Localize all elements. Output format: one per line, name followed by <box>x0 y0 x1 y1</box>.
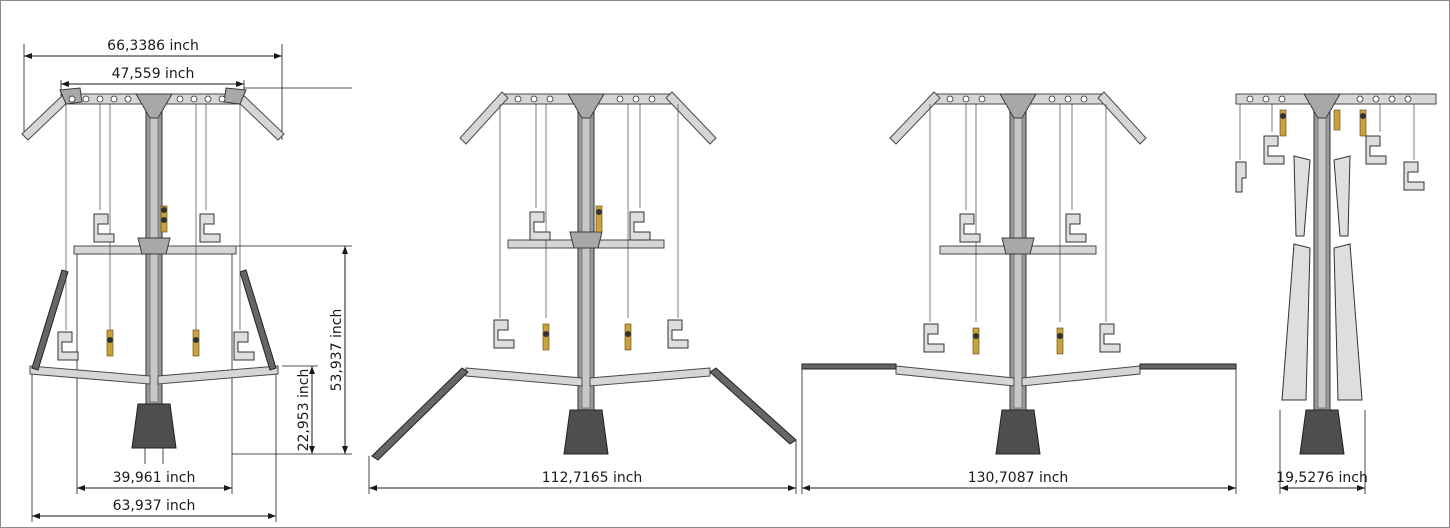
arm-hinge-right <box>223 87 247 105</box>
base-plate <box>563 409 609 455</box>
dim-inner-top: 47,559 inch <box>112 66 195 82</box>
top-arm-left <box>889 91 941 145</box>
middle-bracket <box>569 231 603 249</box>
config-2-view <box>371 91 797 461</box>
folded-wing-left <box>1281 243 1311 401</box>
clamps <box>1235 135 1425 193</box>
dim-middle-width: 39,961 inch <box>113 470 196 486</box>
lower-beam-left <box>29 365 151 385</box>
top-bracket <box>135 93 173 119</box>
dim-overall-top: 66,3386 inch <box>107 38 199 54</box>
top-beam-holes <box>946 95 1088 103</box>
top-bracket <box>999 93 1037 119</box>
extension-wing-left <box>801 363 897 370</box>
lower-beam-right <box>1021 365 1141 387</box>
dim-bottom-width: 63,937 inch <box>113 498 196 514</box>
middle-bracket <box>1001 237 1035 255</box>
dim-config2-span: 112,7165 inch <box>542 470 643 486</box>
dim-config3-span: 130,7087 inch <box>968 470 1069 486</box>
lower-beam-left <box>895 365 1015 387</box>
config-1-view <box>21 87 285 464</box>
lower-beam-right <box>589 367 711 387</box>
config-4-view <box>1235 93 1437 455</box>
counterweights <box>972 327 1064 355</box>
counterweights <box>1279 109 1367 137</box>
mast-inner <box>1317 99 1327 409</box>
middle-bracket <box>137 237 171 255</box>
top-bracket <box>1303 93 1341 119</box>
dim-folded-width: 19,5276 inch <box>1276 470 1368 486</box>
cables <box>499 104 679 318</box>
top-beam-holes <box>514 95 656 103</box>
config-3-view <box>801 91 1237 455</box>
clamps <box>493 211 689 349</box>
clamps <box>57 213 255 361</box>
folded-arm-upper-right <box>1333 155 1351 237</box>
base-plate <box>1299 409 1345 455</box>
lower-beam-left <box>465 367 583 387</box>
top-arm-right <box>1097 91 1147 145</box>
top-arm-left <box>459 91 509 145</box>
clamps <box>923 213 1121 353</box>
side-rail-left <box>31 269 69 371</box>
dim-lower-height: 53,937 inch <box>329 309 345 392</box>
counterweights <box>106 205 200 357</box>
extension-wing-right <box>1139 363 1237 370</box>
dim-base-height: 22,953 inch <box>296 369 312 452</box>
folded-arm-upper-left <box>1293 155 1311 237</box>
folded-wing-right <box>1333 243 1363 401</box>
dimensions: 66,3386 inch 47,559 inch 53,937 inch 22,… <box>23 38 1368 522</box>
base-plate <box>131 403 177 449</box>
cables <box>929 104 1107 322</box>
top-arm-right <box>665 91 717 145</box>
extension-wing-left <box>371 367 469 461</box>
top-bracket <box>567 93 605 119</box>
cables <box>65 104 241 330</box>
extension-wing-right <box>709 367 797 445</box>
top-beam-holes <box>68 95 226 103</box>
base-plate <box>995 409 1041 455</box>
lower-beam-right <box>157 365 279 385</box>
top-beam-holes <box>1246 95 1412 103</box>
counterweights <box>542 205 632 351</box>
cables <box>1239 104 1415 160</box>
mast-inner <box>581 99 591 409</box>
